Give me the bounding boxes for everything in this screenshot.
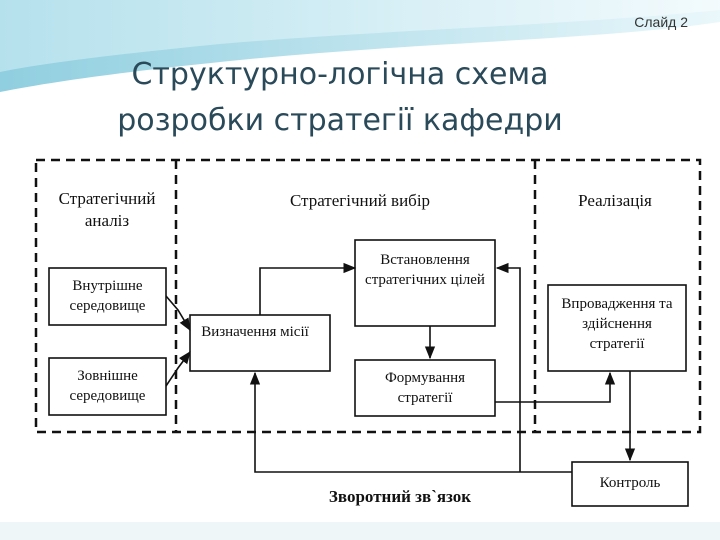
formation-label: Формування стратегії <box>384 370 466 406</box>
outer-dashed-frame <box>34 158 702 434</box>
section-label-choice: Стратегічний вибір <box>289 191 431 210</box>
arrow-external-to-mission <box>165 350 191 387</box>
bottom-band <box>0 522 720 540</box>
arrow-mission-to-goals <box>259 262 357 315</box>
mission-box <box>189 314 331 372</box>
external-env-box <box>48 357 167 416</box>
title-line-2: розробки стратегії кафедри <box>117 103 563 138</box>
arrow-formation-to-implementation <box>495 371 616 403</box>
goals-label: Встановлення стратегічних цілей <box>365 252 485 288</box>
implementation-label: Впровадження та здійснення стратегії <box>561 296 673 352</box>
mission-label: Визначення місії <box>201 324 309 340</box>
implementation-box <box>547 284 687 372</box>
formation-box <box>354 359 496 417</box>
feedback-label: Зворотний зв`язок <box>328 487 472 506</box>
slide-number: Слайд 2 <box>634 14 688 30</box>
external-env-label: Зовнішне середовище <box>69 368 146 404</box>
feedback-to-goals <box>495 262 521 472</box>
arrow-internal-to-mission <box>165 295 191 332</box>
slide-title: Структурно-логічна схема розробки страте… <box>60 52 620 144</box>
internal-env-label: Внутрішне середовище <box>69 278 146 314</box>
section-label-implementation: Реалізація <box>578 191 652 210</box>
control-box <box>571 461 689 507</box>
title-line-1: Структурно-логічна схема <box>131 57 549 92</box>
goals-box <box>354 239 496 327</box>
feedback-line-from-control <box>249 371 572 473</box>
top-swoosh-light <box>0 0 720 72</box>
section-label-analysis: Стратегічний аналіз <box>58 189 156 230</box>
control-label: Контроль <box>599 475 661 491</box>
